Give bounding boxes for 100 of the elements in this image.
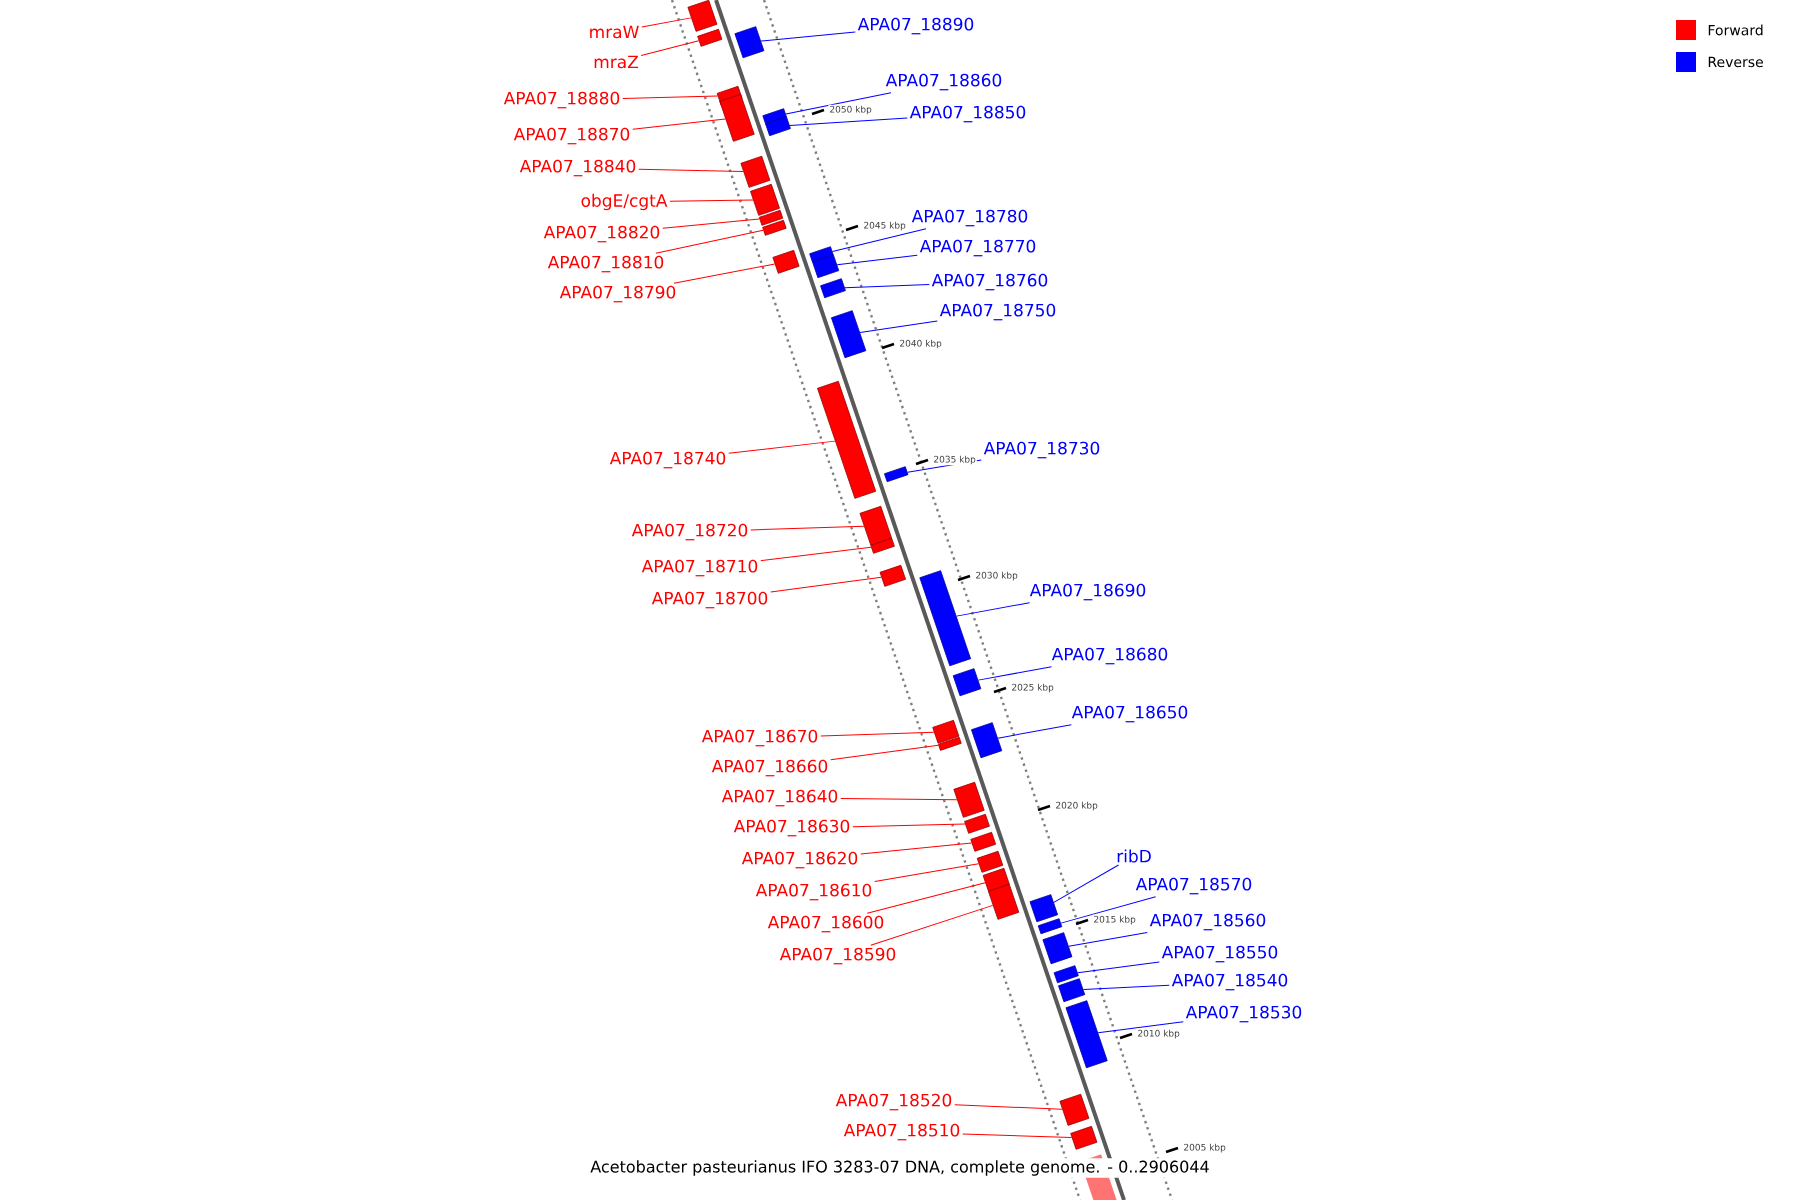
gene-label: APA07_18540 [1171, 973, 1288, 991]
gene-label: APA07_18550 [1161, 945, 1278, 963]
gene-block [817, 380, 877, 499]
leader-line [840, 798, 958, 801]
gene-block [762, 108, 787, 125]
leader-line [832, 228, 927, 252]
gene-label: APA07_18720 [631, 523, 748, 541]
gene-label: APA07_18530 [1185, 1005, 1302, 1023]
gene-block [719, 93, 755, 142]
leader-line [1097, 1021, 1184, 1034]
gene-block [919, 570, 971, 667]
caption: Acetobacter pasteurianus IFO 3283-07 DNA, complete genome. - 0..2906044 [588, 1158, 1212, 1178]
gene-label: APA07_18770 [919, 239, 1036, 257]
gene-label: APA07_18780 [911, 209, 1028, 227]
gene-label: APA07_18870 [513, 127, 630, 145]
leader-line [844, 283, 930, 289]
gene-label: APA07_18890 [857, 17, 974, 35]
gene-label: APA07_18520 [835, 1093, 952, 1111]
gene-block [772, 249, 800, 274]
gene-block [932, 719, 960, 744]
gene-block [820, 278, 846, 299]
gene-label: ribD [1117, 849, 1151, 863]
gene-label: APA07_18790 [559, 285, 676, 303]
gene-block [765, 116, 791, 137]
gene-label: APA07_18570 [1135, 877, 1252, 895]
gene-block [1053, 965, 1079, 984]
leader-line [770, 576, 882, 593]
leader-line [836, 254, 918, 266]
gene-label: APA07_18850 [909, 105, 1026, 123]
gene-label: mraW [590, 25, 639, 39]
leader-line [760, 31, 856, 42]
leader-line [1082, 984, 1170, 991]
gene-label: APA07_18740 [609, 451, 726, 469]
leader-line [638, 168, 744, 173]
gene-block [762, 219, 787, 236]
leader-line [852, 823, 966, 828]
gene-label: APA07_18860 [885, 73, 1002, 91]
gene-label: APA07_18560 [1149, 913, 1266, 931]
leader-line [669, 199, 754, 202]
leader-line [997, 724, 1072, 739]
leader-line [907, 459, 982, 473]
gene-label: APA07_18730 [983, 441, 1100, 459]
leader-line [641, 17, 692, 28]
gene-block [970, 831, 997, 852]
leader-line [640, 40, 700, 56]
gene-block [884, 466, 909, 483]
gene-block [976, 850, 1004, 873]
gene-block [937, 736, 962, 751]
gene-block [697, 28, 723, 47]
gene-label: APA07_18670 [701, 729, 818, 747]
leader-line [874, 863, 980, 883]
leader-line [1053, 864, 1119, 903]
leader-line [750, 525, 865, 531]
gene-label: APA07_18710 [641, 559, 758, 577]
gene-label: APA07_18820 [543, 225, 660, 243]
gene-label: mraZ [594, 55, 639, 69]
gene-block [1059, 1093, 1090, 1126]
gene-label: APA07_18640 [721, 789, 838, 807]
gene-label: APA07_18810 [547, 255, 664, 273]
leader-line [760, 546, 872, 562]
gene-block [952, 668, 982, 697]
gene-label: APA07_18510 [843, 1123, 960, 1141]
gene-block [1058, 978, 1086, 1003]
gene-label: obgE/cgtA [581, 193, 668, 211]
gene-block [758, 209, 784, 226]
gene-label: APA07_18840 [519, 159, 636, 177]
leader-line [977, 666, 1053, 681]
gene-label: APA07_18690 [1029, 583, 1146, 601]
gene-block [740, 155, 771, 188]
leader-line [870, 904, 994, 946]
gene-label: APA07_18750 [939, 303, 1056, 321]
gene-block [879, 564, 906, 587]
gene-block [1037, 918, 1063, 935]
leader-line [859, 320, 938, 333]
gene-label: APA07_18880 [503, 91, 620, 109]
leader-line [655, 229, 764, 254]
gene-block [870, 537, 895, 554]
gene-label: APA07_18610 [755, 883, 872, 901]
leader-line [622, 95, 719, 99]
leader-line [662, 218, 760, 229]
gene-label: APA07_18600 [767, 915, 884, 933]
gene-block [809, 246, 834, 263]
gene-label: APA07_18590 [779, 947, 896, 965]
gene-block [1070, 1125, 1098, 1150]
leader-line [673, 263, 776, 284]
leader-line [1060, 896, 1157, 924]
leader-line [962, 1133, 1073, 1138]
leader-line [954, 1104, 1063, 1110]
leader-line [789, 117, 908, 126]
gene-label: APA07_18630 [733, 819, 850, 837]
gene-label: APA07_18700 [651, 591, 768, 609]
gene-block [859, 505, 893, 546]
leader-line [1068, 932, 1148, 947]
leader-line [785, 92, 892, 115]
gene-label: APA07_18680 [1051, 647, 1168, 665]
gene-block [988, 883, 1020, 920]
gene-block [982, 867, 1010, 892]
gene-label: APA07_18660 [711, 759, 828, 777]
gene-block [971, 722, 1003, 759]
leader-line [820, 731, 935, 737]
